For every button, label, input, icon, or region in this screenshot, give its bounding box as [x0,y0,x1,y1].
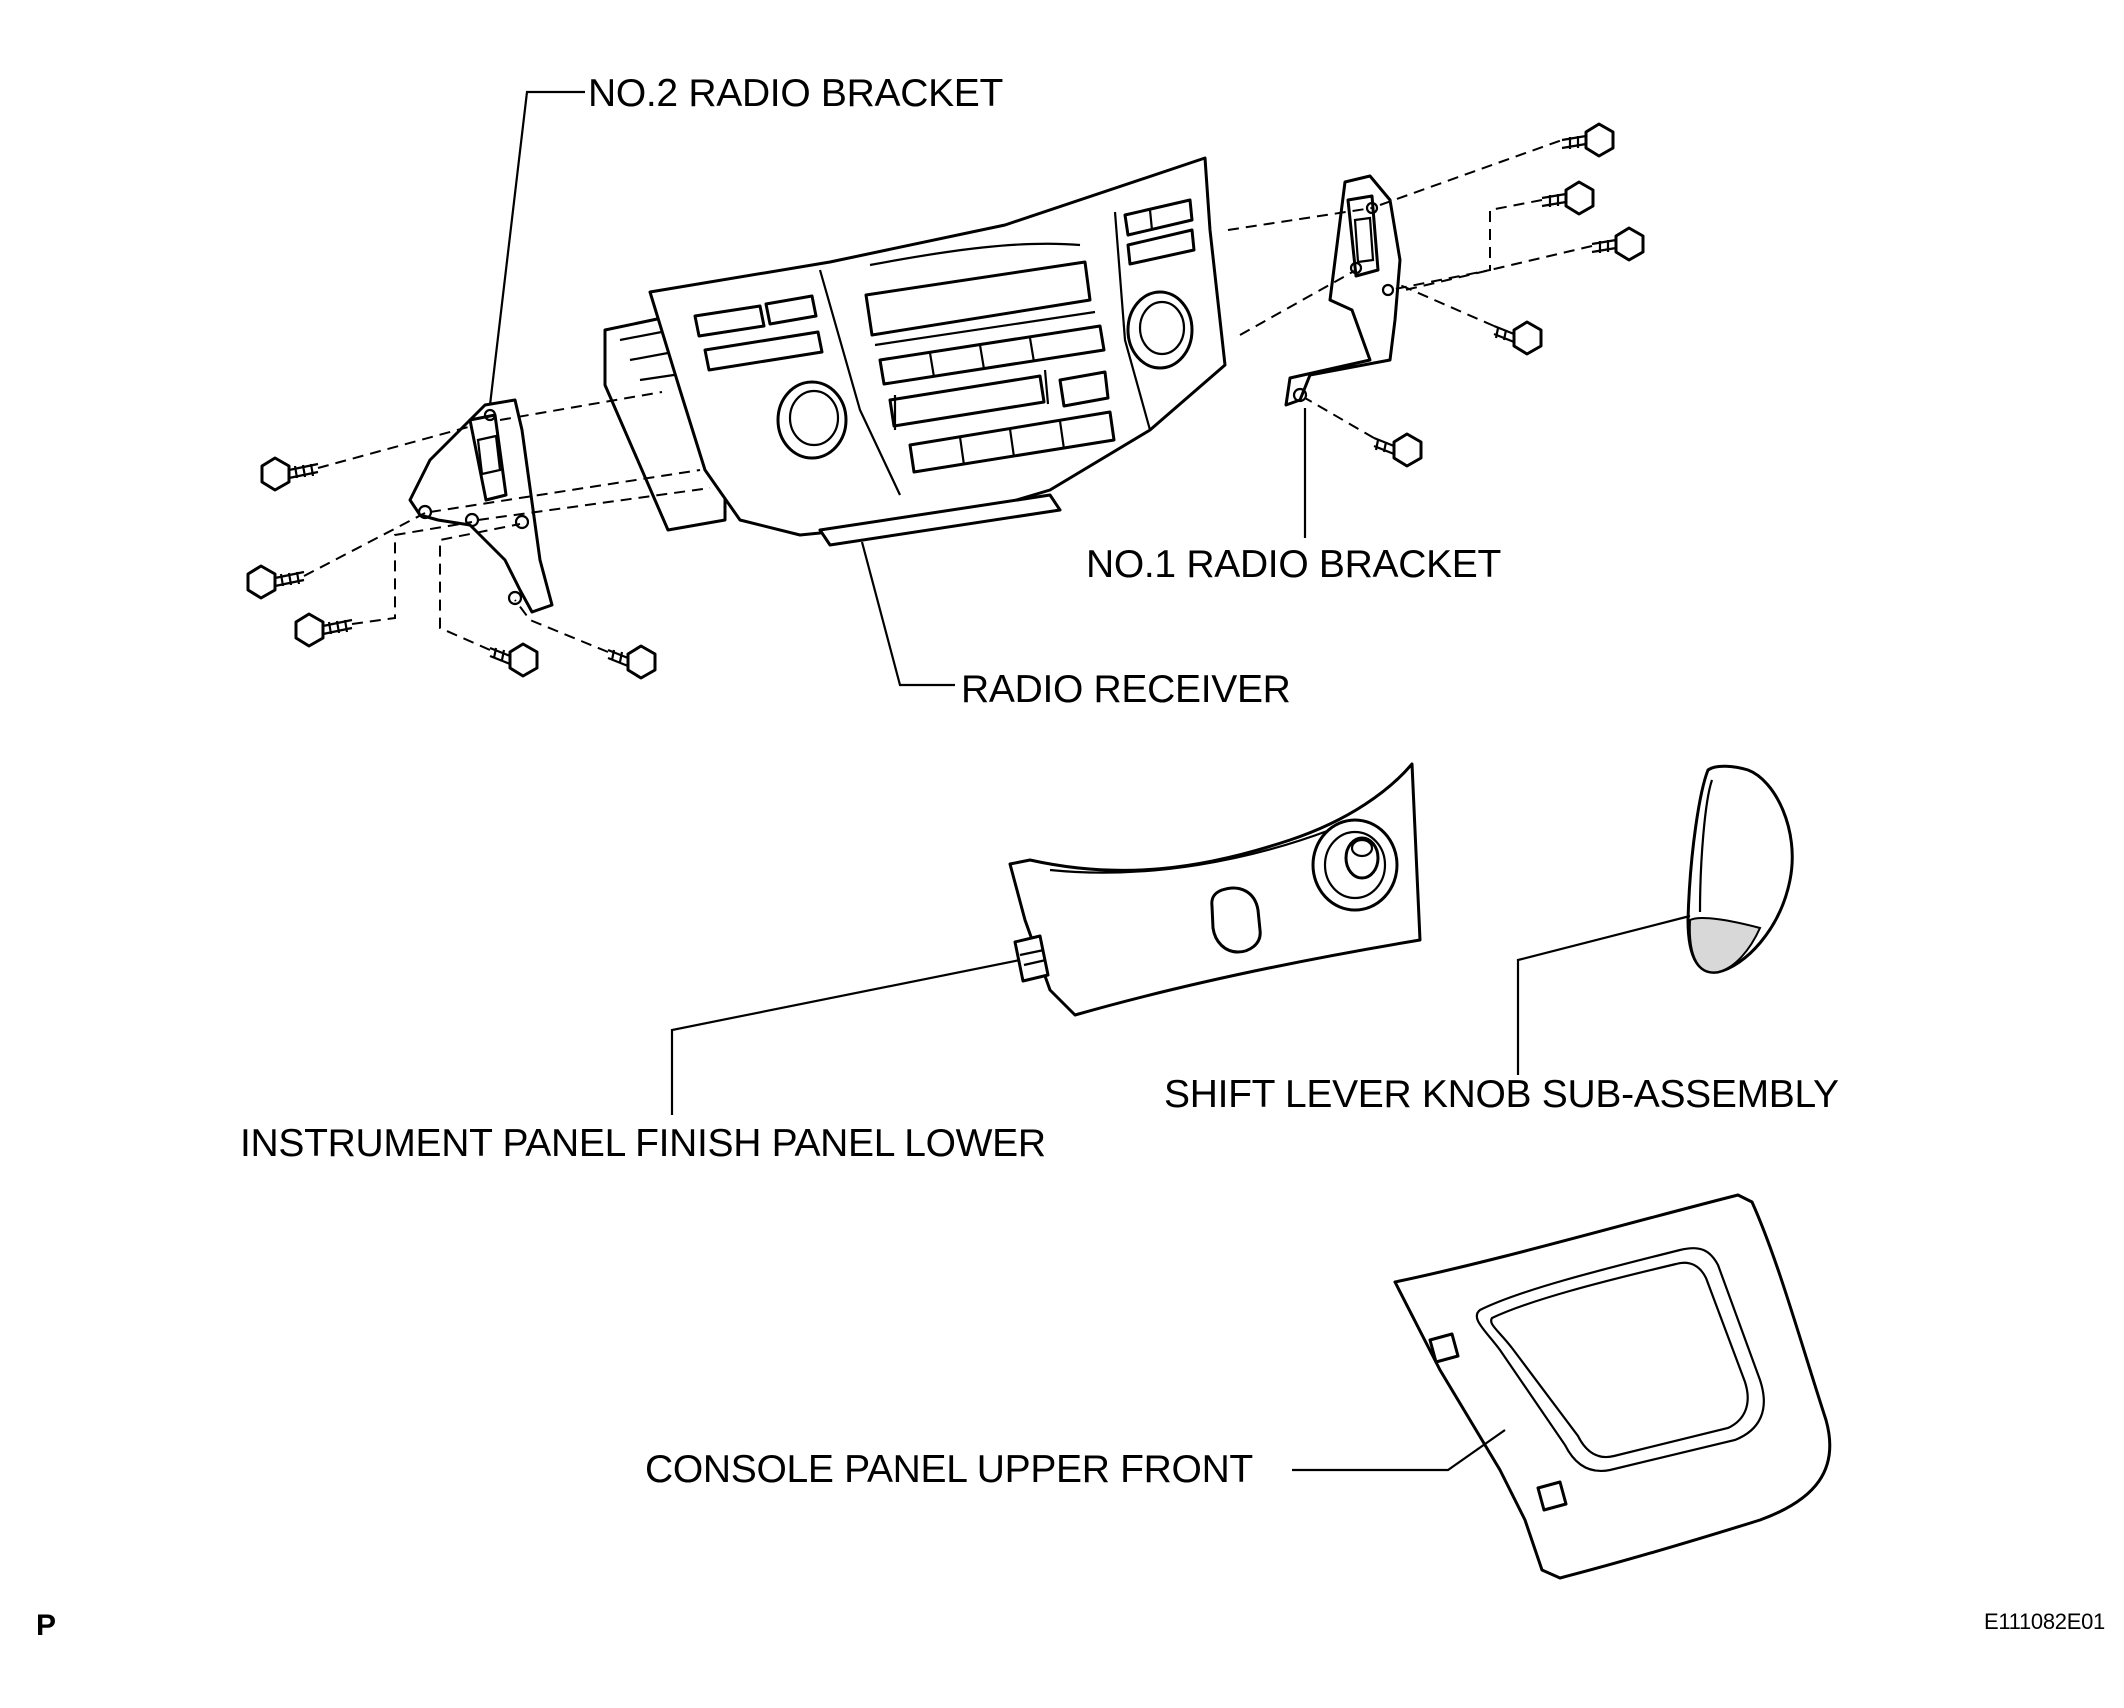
section-mark: P [36,1609,56,1642]
bolt-left-2 [246,564,305,600]
leader-radio-receiver [860,541,955,687]
label-shift-lever-knob: SHIFT LEVER KNOB SUB-ASSEMBLY [1164,1073,1839,1116]
bolts [246,122,1645,680]
leader-lines [488,90,1691,1472]
bolt-right-5 [1373,432,1423,468]
leader-no2-bracket [488,90,585,406]
label-no2-radio-bracket: NO.2 RADIO BRACKET [588,72,1004,115]
bolt-right-3 [1591,226,1645,262]
bolt-right-2 [1541,180,1595,216]
label-radio-receiver: RADIO RECEIVER [961,668,1291,711]
instrument-panel-finish-panel-lower [1008,762,1422,1017]
no1-radio-bracket [1284,174,1402,407]
bolt-left-3 [294,612,353,648]
console-panel-upper-front [1393,1193,1832,1580]
shift-lever-knob [1686,764,1794,974]
radio-receiver [603,156,1227,547]
bolt-left-1 [260,456,319,492]
leader-finish-panel [670,958,1021,1115]
bolt-left-4 [489,642,539,678]
bolt-right-4 [1493,320,1543,356]
no2-radio-bracket [408,398,554,614]
label-console-panel-upper-front: CONSOLE PANEL UPPER FRONT [645,1448,1253,1491]
assembly-guide-lines [303,139,1593,653]
label-no1-radio-bracket: NO.1 RADIO BRACKET [1086,543,1502,586]
bolt-left-5 [607,644,657,680]
leader-console-panel [1292,1429,1506,1472]
label-instrument-panel-finish-panel-lower: INSTRUMENT PANEL FINISH PANEL LOWER [240,1122,1046,1165]
leader-shift-knob [1516,914,1691,1075]
figure-id: E111082E01 [1984,1609,2105,1634]
bolt-right-1 [1561,122,1615,158]
